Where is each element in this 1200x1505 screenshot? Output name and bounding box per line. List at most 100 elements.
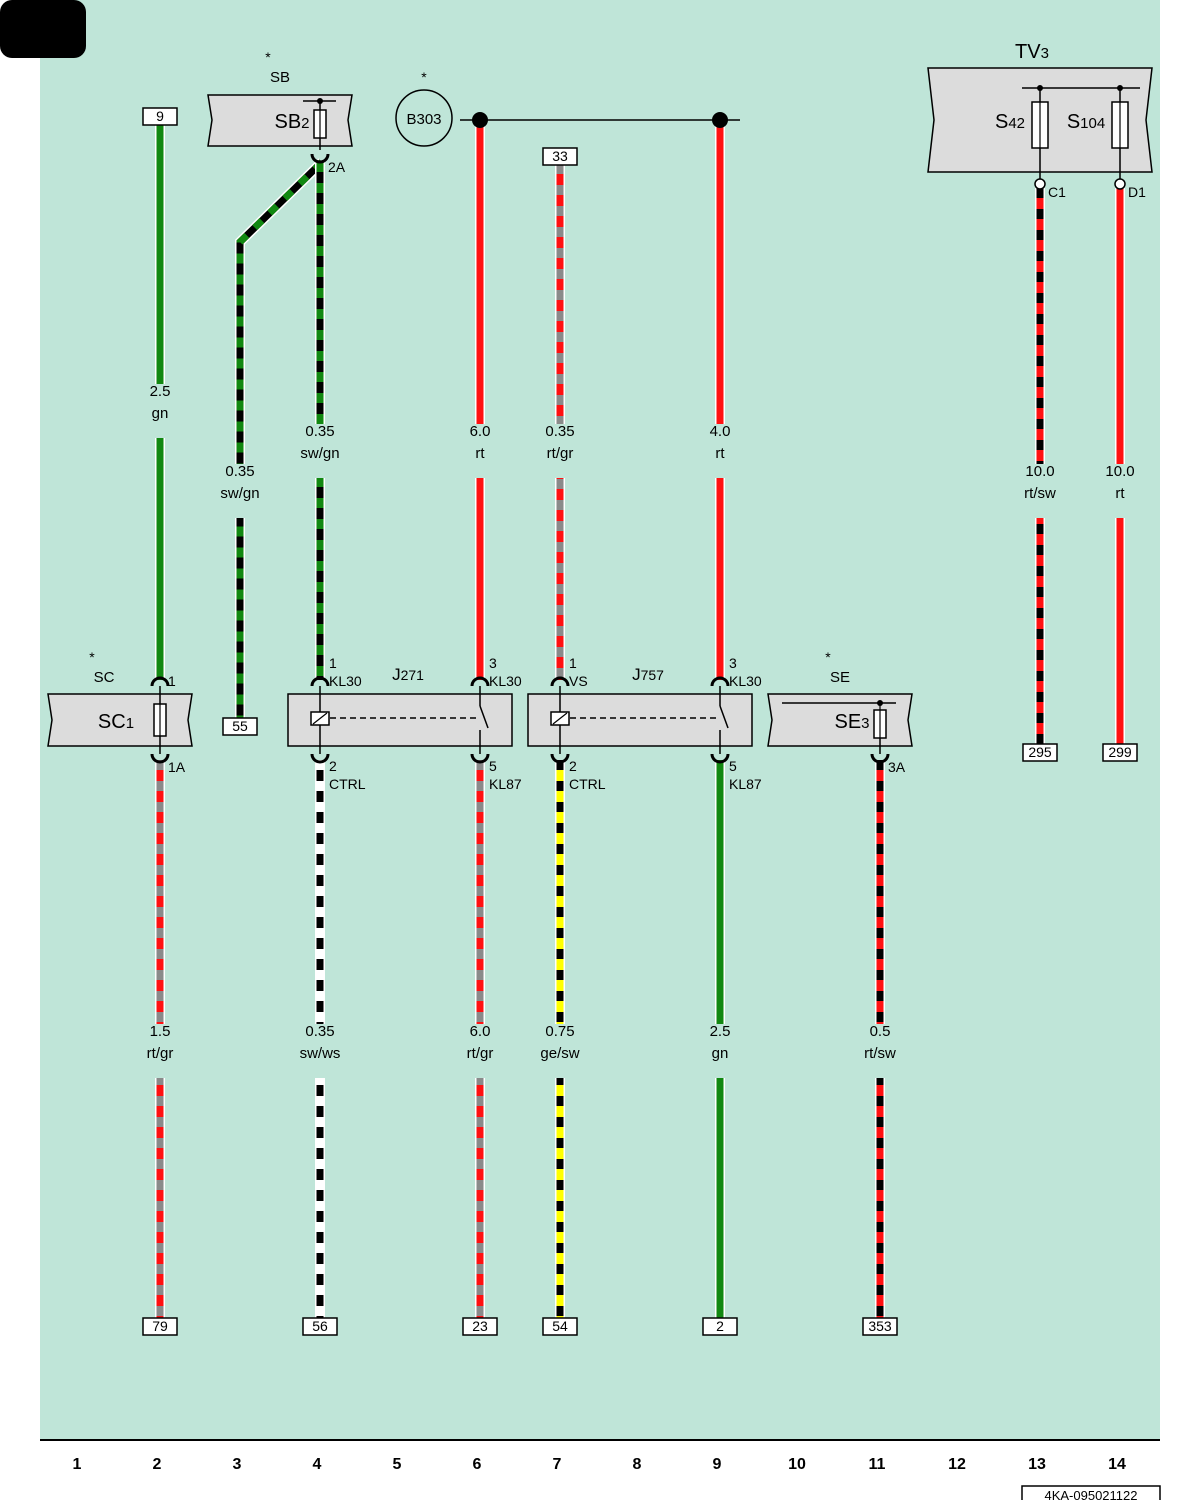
- wire-size: 0.35: [305, 423, 334, 440]
- wire-c7-bot: 0.75 ge/sw: [532, 760, 588, 1318]
- column-number-7: 7: [553, 1456, 562, 1473]
- connector-number: 2: [716, 1318, 724, 1334]
- j271-sub: 271: [401, 667, 425, 683]
- connector-54: 54: [542, 1317, 578, 1336]
- wire-size: 0.35: [545, 423, 574, 440]
- s42-label: S42: [995, 111, 1025, 133]
- tv3-sub: 3: [1041, 45, 1049, 62]
- wire-label-gap: [852, 1024, 908, 1078]
- se-fuse-block: * SE SE3: [767, 649, 913, 754]
- sc1-main: SC: [98, 711, 126, 733]
- connector-299: 299: [1102, 743, 1138, 762]
- wire-c11: 0.5 rt/sw: [852, 760, 908, 1318]
- wire-size: 4.0: [710, 423, 731, 440]
- s104-label: S104: [1067, 111, 1105, 133]
- j271-coil-slash: [312, 712, 328, 725]
- pin-arc: [310, 753, 330, 764]
- s104-sub: 104: [1080, 115, 1105, 132]
- pin-arc: [470, 753, 490, 764]
- doc-code: 4KA-095021122: [1044, 1488, 1137, 1500]
- pin-label-j757-2: 2: [569, 758, 577, 774]
- connector-number: 56: [312, 1318, 328, 1334]
- pin-label-j271-1n: KL30: [329, 673, 362, 689]
- pin-arc: [550, 753, 570, 764]
- wire-c9-top: 4.0rt: [692, 122, 748, 680]
- wire-size: 6.0: [470, 423, 491, 440]
- j271-relay: J271: [287, 665, 513, 754]
- wire-size: 0.5: [870, 1023, 891, 1040]
- sb2-dot: [317, 98, 323, 104]
- connector-56: 56: [302, 1317, 338, 1336]
- b303-star: *: [421, 69, 427, 85]
- column-number-4: 4: [313, 1456, 322, 1473]
- column-number-5: 5: [393, 1456, 402, 1473]
- sb2-label: SB2: [274, 111, 309, 133]
- connector-box: [462, 1317, 498, 1336]
- j757-coil-slash: [552, 712, 568, 725]
- pin-label-sb2: 2A: [328, 159, 346, 175]
- wire-color-code: rt/sw: [864, 1045, 896, 1062]
- pin-arc: [550, 676, 570, 687]
- connector-55: 55: [222, 717, 258, 736]
- j757-relay: J757: [527, 665, 753, 754]
- pin-arc: [710, 676, 730, 687]
- wire-c9-bot: 2.5gn: [692, 760, 748, 1318]
- connector-number: 353: [868, 1318, 892, 1334]
- connector-number: 54: [552, 1318, 568, 1334]
- j757-label: J757: [632, 665, 664, 684]
- wire-label-gap: [1092, 464, 1148, 518]
- se3-main: SE: [834, 711, 861, 733]
- pin-label-j271-2: 2: [329, 758, 337, 774]
- wire-label-gap: [212, 464, 268, 518]
- connector-box: [862, 1317, 898, 1336]
- wire-c6-bot: 6.0 rt/gr: [452, 760, 508, 1318]
- wire-size: 0.75: [545, 1023, 574, 1040]
- wire-color-code: rt: [1115, 485, 1125, 502]
- pin-arc: [150, 676, 170, 687]
- wire-label-gap: [1012, 464, 1068, 518]
- connector-box: [302, 1317, 338, 1336]
- pin-label-sc1-top: 1: [168, 673, 176, 689]
- wire-color-code: sw/gn: [300, 445, 339, 462]
- bus-junction-6: [472, 112, 488, 128]
- column-number-11: 11: [869, 1456, 886, 1473]
- connector-number: 9: [156, 108, 164, 124]
- tv3-label: TV3: [1015, 41, 1049, 63]
- sc-star: *: [89, 649, 95, 665]
- connector-number: 33: [552, 148, 568, 164]
- wire-size: 10.0: [1025, 463, 1054, 480]
- wire-c4-top: 0.35 sw/gn: [292, 162, 348, 680]
- wire-size: 6.0: [470, 1023, 491, 1040]
- pin-label-d1: D1: [1128, 184, 1146, 200]
- s104-main: S: [1067, 111, 1080, 133]
- wire-color-code: sw/gn: [220, 485, 259, 502]
- connector-box: [542, 1317, 578, 1336]
- connector-box: [702, 1317, 738, 1336]
- wire-size: 2.5: [150, 383, 171, 400]
- wire-size: 1.5: [150, 1023, 171, 1040]
- wire-color-code: rt/gr: [467, 1045, 494, 1062]
- pin-label-j757-5: 5: [729, 758, 737, 774]
- pin-label-j271-1: 1: [329, 655, 337, 671]
- wire-color-code: rt/gr: [547, 445, 574, 462]
- wire-color-code: ge/sw: [540, 1045, 579, 1062]
- pin-arc: [710, 753, 730, 764]
- wire-color-code: rt/gr: [147, 1045, 174, 1062]
- j271-main: J: [392, 665, 401, 684]
- se3-sub: 3: [861, 715, 869, 732]
- pin-label-j757-3: 3: [729, 655, 737, 671]
- j757-main: J: [632, 665, 641, 684]
- wire-color-code: rt: [475, 445, 485, 462]
- wire-label-gap: [132, 384, 188, 438]
- connector-box: [542, 147, 578, 166]
- sb-star: *: [265, 49, 271, 65]
- wire-label-gap: [692, 424, 748, 478]
- connector-295: 295: [1022, 743, 1058, 762]
- pin-arc: [470, 676, 490, 687]
- bus-junction-9: [712, 112, 728, 128]
- column-number-14: 14: [1108, 1456, 1126, 1473]
- column-number-13: 13: [1028, 1456, 1046, 1473]
